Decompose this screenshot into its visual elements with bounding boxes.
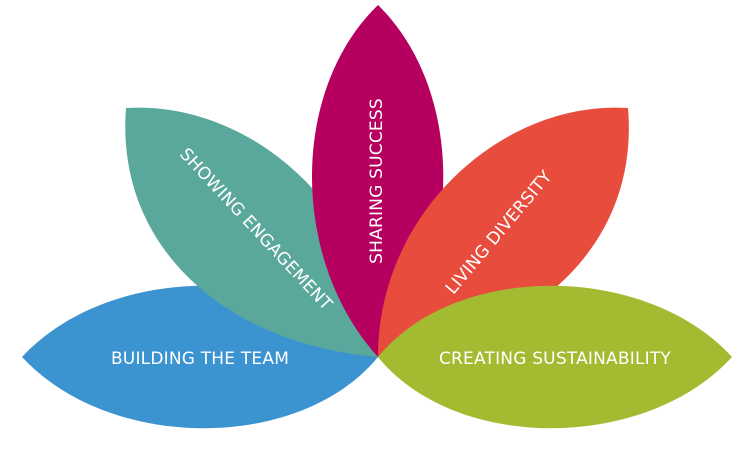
- petal-showing-engagement: [125, 107, 378, 357]
- petal-creating-sustainability: [378, 285, 732, 429]
- label-building-the-team: BUILDING THE TEAM: [111, 349, 289, 369]
- label-creating-sustainability: CREATING SUSTAINABILITY: [439, 349, 671, 369]
- petal-living-diversity: [378, 107, 629, 357]
- label-sharing-success: SHARING SUCCESS: [367, 98, 387, 264]
